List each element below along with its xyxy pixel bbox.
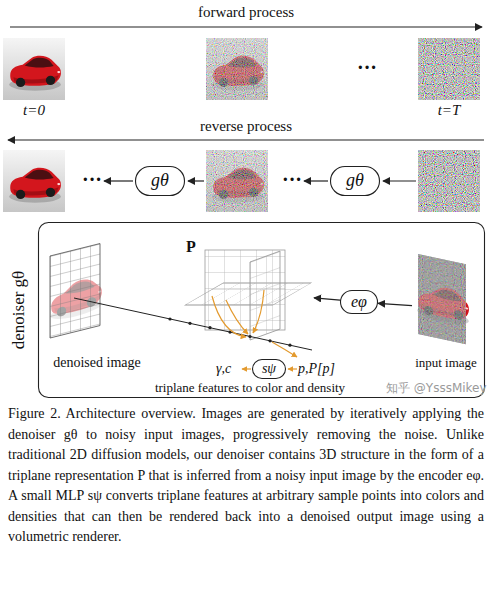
node-label: sψ	[262, 361, 276, 376]
sample-point	[208, 326, 211, 329]
timestep-label: t=0	[23, 102, 45, 119]
encoder-box: eφ	[340, 290, 378, 314]
denoised-image-plane	[50, 243, 102, 338]
step-arrow	[304, 180, 328, 181]
oval-shape	[136, 167, 185, 196]
node-label: gθ	[346, 171, 364, 191]
step-arrow	[104, 180, 133, 181]
feature-lookups	[212, 290, 297, 357]
frame-outline	[6, 222, 486, 398]
ellipsis: ···	[82, 168, 102, 190]
mlp-box: sψ	[252, 359, 286, 379]
reverse-arrow	[8, 139, 484, 140]
process-label: forward process	[198, 4, 294, 21]
lookup-curve	[272, 342, 297, 357]
ellipsis: ···	[282, 168, 302, 190]
plane-fill	[50, 244, 100, 338]
noise-overlay	[418, 254, 466, 344]
sample-point	[168, 317, 171, 320]
clean-image	[3, 150, 65, 212]
input-image: input image	[412, 246, 480, 370]
node-label: denoised image	[44, 355, 150, 370]
input-image-plane	[417, 254, 469, 345]
denoiser-frame: denoiser gθ denoised image Peφ input image s…	[6, 222, 486, 398]
figure-caption: Figure 2. Architecture overview. Images …	[8, 404, 484, 548]
pixel-grid	[50, 244, 100, 338]
triplane-representation: P	[180, 238, 314, 345]
noisy-image	[206, 150, 268, 212]
data-flow-arrow	[378, 303, 412, 305]
plane-yz	[250, 251, 280, 340]
node-label: input image	[412, 356, 480, 370]
node-label: eφ	[351, 293, 367, 311]
noise-overlay	[206, 38, 268, 100]
noisy-image	[206, 38, 268, 100]
mlp-input-arrow	[288, 368, 297, 369]
step-arrow	[188, 180, 204, 181]
sample-point	[188, 322, 191, 325]
process-label: reverse process	[200, 118, 292, 135]
lookup-curve	[253, 290, 264, 333]
node-label: gθ	[151, 171, 169, 191]
step-arrow	[383, 180, 416, 181]
lookup-curve	[212, 296, 246, 337]
plane-fill	[418, 254, 466, 344]
camera-ray	[74, 298, 312, 350]
watermark: 知乎 @YsssMikey	[386, 382, 487, 395]
clean-image	[3, 38, 65, 100]
noise-image	[418, 38, 480, 100]
output-symbol: γ,c	[216, 361, 231, 376]
timestep-label: t=T	[438, 102, 461, 119]
oval-shape	[331, 167, 380, 196]
node-label: P	[186, 238, 196, 256]
input-symbol: p,P[p]	[298, 361, 335, 376]
frame-shape	[39, 223, 485, 398]
ellipsis: ···	[357, 56, 377, 78]
sample-point	[248, 335, 251, 338]
forward-arrow	[10, 26, 482, 27]
oval-shape	[253, 360, 286, 379]
denoiser-step-box: gθ	[330, 166, 380, 196]
data-flow-arrow	[314, 298, 340, 300]
oval-shape	[341, 291, 378, 314]
denoiser-step-box: gθ	[135, 166, 185, 196]
sample-point	[288, 344, 291, 347]
noise-overlay	[206, 150, 268, 212]
annotation: triplane features to color and density	[155, 381, 345, 395]
noise-image	[418, 150, 480, 212]
node-label: denoiser gθ	[10, 271, 29, 349]
mlp-output-arrow	[242, 368, 251, 369]
denoised-image: denoised image	[44, 236, 150, 370]
sample-point	[268, 339, 271, 342]
